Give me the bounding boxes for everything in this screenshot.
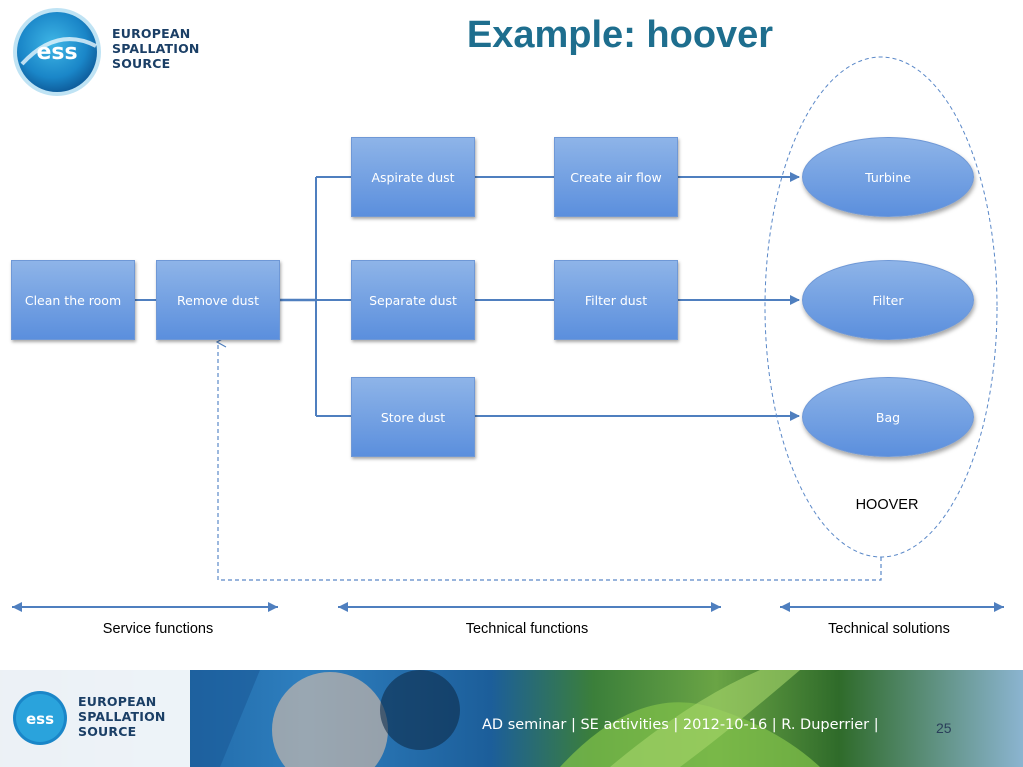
- node-filter-dust: Filter dust: [554, 260, 678, 340]
- logo-line-1: EUROPEAN: [112, 26, 191, 41]
- node-clean-the-room: Clean the room: [11, 260, 135, 340]
- node-bag: Bag: [802, 377, 974, 457]
- service-functions-label: Service functions: [102, 621, 214, 637]
- footer-text: AD seminar | SE activities | 2012-10-16 …: [482, 717, 879, 733]
- ess-logo: ess EUROPEAN SPALLATION SOURCE: [10, 6, 200, 102]
- node-turbine: Turbine: [802, 137, 974, 217]
- logo-line-3: SOURCE: [112, 56, 171, 71]
- footer-banner: ess EUROPEAN SPALLATION SOURCE AD semina…: [0, 670, 1023, 767]
- footer-logo: EUROPEAN SPALLATION SOURCE: [78, 694, 166, 739]
- feedback-connector: [218, 342, 882, 581]
- technical-solutions-label: Technical solutions: [828, 621, 950, 637]
- logo-mark-text: ess: [36, 40, 77, 65]
- node-store-dust: Store dust: [351, 377, 475, 457]
- footer-logo-line-2: SPALLATION: [78, 709, 166, 724]
- node-filter: Filter: [802, 260, 974, 340]
- node-remove-dust: Remove dust: [156, 260, 280, 340]
- logo-line-2: SPALLATION: [112, 41, 200, 56]
- node-aspirate-dust: Aspirate dust: [351, 137, 475, 217]
- node-separate-dust: Separate dust: [351, 260, 475, 340]
- page-number: 25: [936, 720, 952, 736]
- slide-title: Example: hoover: [466, 14, 774, 56]
- footer-decoration: ess: [0, 670, 820, 767]
- hoover-label: HOOVER: [855, 497, 919, 513]
- footer-logo-line-3: SOURCE: [78, 724, 137, 739]
- footer-logo-line-1: EUROPEAN: [78, 694, 157, 709]
- footer-logo-mark-text: ess: [26, 710, 54, 728]
- ess-logo-mark-icon: ess: [13, 8, 101, 96]
- node-create-air-flow: Create air flow: [554, 137, 678, 217]
- diagram-connectors: [12, 56, 1004, 612]
- technical-functions-label: Technical functions: [465, 621, 589, 637]
